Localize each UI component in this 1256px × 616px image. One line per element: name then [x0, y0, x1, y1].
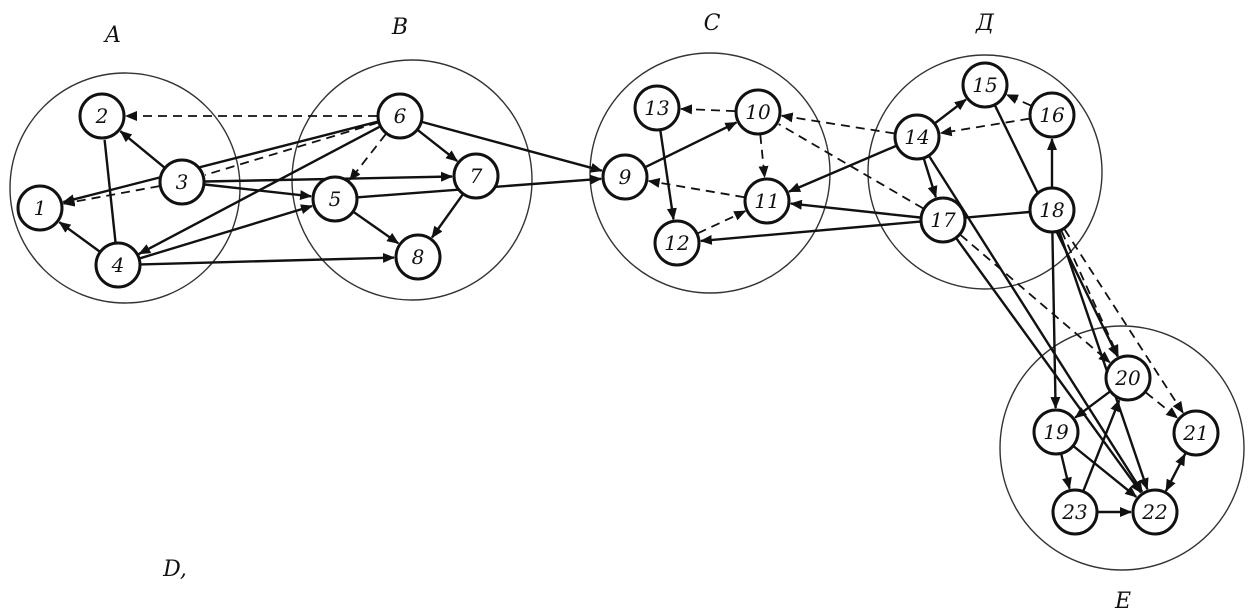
node-6: 6 — [376, 92, 424, 140]
edge-4-8 — [140, 252, 395, 266]
edge-9-10 — [645, 121, 738, 168]
edge-10-11 — [758, 134, 769, 179]
edge-16-14 — [939, 117, 1030, 137]
node-8: 8 — [394, 233, 442, 281]
cluster-labels: A В С Д Е — [103, 11, 1131, 614]
cluster-circle-d — [867, 54, 1103, 290]
edge-4-1 — [58, 221, 101, 253]
node-label-9: 9 — [619, 165, 632, 189]
node-3: 3 — [158, 158, 206, 206]
edge-6-4 — [138, 125, 381, 255]
edge-23-20 — [1082, 399, 1121, 492]
edges-layer — [58, 93, 1187, 517]
node-9: 9 — [601, 153, 649, 201]
node-20: 20 — [1104, 354, 1152, 402]
edge-18-12 — [699, 210, 1030, 245]
edge-18-21 — [1063, 228, 1184, 414]
node-label-20: 20 — [1114, 366, 1141, 390]
node-label-7: 7 — [470, 164, 483, 188]
cluster-label-d: Д — [975, 11, 995, 36]
cluster-label-a: A — [103, 23, 121, 48]
cluster-label-b: В — [391, 15, 408, 40]
edge-4-5 — [139, 204, 313, 260]
node-1: 1 — [16, 184, 64, 232]
edge-16-15 — [1005, 93, 1032, 107]
nodes-layer: 1 2 3 4 5 6 7 8 9 10 11 12 13 14 15 16 1… — [16, 61, 1220, 536]
node-label-18: 18 — [1039, 198, 1064, 222]
edge-17-10 — [778, 123, 924, 210]
edge-6-5 — [349, 133, 387, 181]
edge-17-11 — [789, 199, 921, 219]
edge-13-12 — [659, 130, 677, 221]
node-19: 19 — [1032, 408, 1080, 456]
cluster-label-e: Е — [1114, 589, 1131, 614]
cluster-circle-e — [999, 325, 1245, 571]
node-label-2: 2 — [95, 104, 109, 128]
edge-14-15 — [934, 98, 967, 124]
node-23: 23 — [1051, 488, 1099, 536]
node-2: 2 — [78, 92, 126, 140]
edge-7-8 — [431, 194, 464, 239]
node-11: 11 — [743, 177, 791, 225]
node-label-4: 4 — [111, 253, 125, 277]
edge-18-19 — [1050, 232, 1061, 409]
node-label-19: 19 — [1043, 420, 1069, 444]
edge-20-21 — [1145, 391, 1179, 419]
node-13: 13 — [633, 84, 681, 132]
edge-19-23 — [1060, 454, 1072, 490]
node-15: 15 — [961, 61, 1009, 109]
edge-5-8 — [353, 211, 400, 245]
node-label-22: 22 — [1141, 500, 1167, 524]
node-label-1: 1 — [34, 196, 47, 220]
node-label-16: 16 — [1039, 103, 1065, 127]
node-12: 12 — [653, 219, 701, 267]
node-4: 4 — [94, 241, 142, 289]
node-16: 16 — [1028, 91, 1076, 139]
edge-20-19 — [1074, 390, 1111, 419]
diagram-caption: D, — [162, 557, 187, 582]
edge-6-3 — [204, 121, 379, 176]
node-14: 14 — [893, 113, 941, 161]
node-label-3: 3 — [176, 170, 189, 194]
node-label-11: 11 — [754, 189, 779, 213]
edge-18-20 — [1060, 230, 1119, 358]
node-label-6: 6 — [394, 104, 407, 128]
node-7: 7 — [452, 152, 500, 200]
node-21: 21 — [1172, 409, 1220, 457]
edge-14-11 — [788, 144, 897, 193]
node-label-8: 8 — [412, 245, 425, 269]
edge-19-22 — [1073, 445, 1138, 498]
cluster-label-c: С — [704, 11, 721, 36]
edge-6-1 — [62, 120, 378, 205]
node-label-14: 14 — [904, 125, 929, 149]
edge-6-7 — [417, 129, 458, 163]
edge-11-9 — [647, 177, 745, 199]
edge-17-20 — [959, 234, 1111, 364]
node-17: 17 — [919, 196, 967, 244]
node-label-15: 15 — [972, 73, 997, 97]
edge-12-11 — [697, 210, 747, 235]
node-18: 18 — [1028, 186, 1076, 234]
node-label-23: 23 — [1061, 500, 1087, 524]
edge-22-21 — [1164, 453, 1186, 493]
node-label-17: 17 — [930, 208, 956, 232]
edge-14-10 — [780, 112, 895, 135]
node-label-5: 5 — [329, 187, 342, 211]
node-label-12: 12 — [664, 231, 689, 255]
edge-17-22 — [955, 237, 1142, 494]
edge-3-2 — [119, 130, 166, 169]
node-5: 5 — [311, 175, 359, 223]
node-label-13: 13 — [644, 96, 669, 120]
node-22: 22 — [1131, 488, 1179, 536]
node-10: 10 — [734, 88, 782, 136]
edge-18-22 — [1058, 231, 1149, 491]
node-label-21: 21 — [1182, 421, 1208, 445]
node-label-10: 10 — [745, 100, 771, 124]
edge-10-13 — [680, 104, 736, 115]
edge-14-17 — [922, 158, 938, 199]
edge-6-9 — [421, 120, 603, 173]
